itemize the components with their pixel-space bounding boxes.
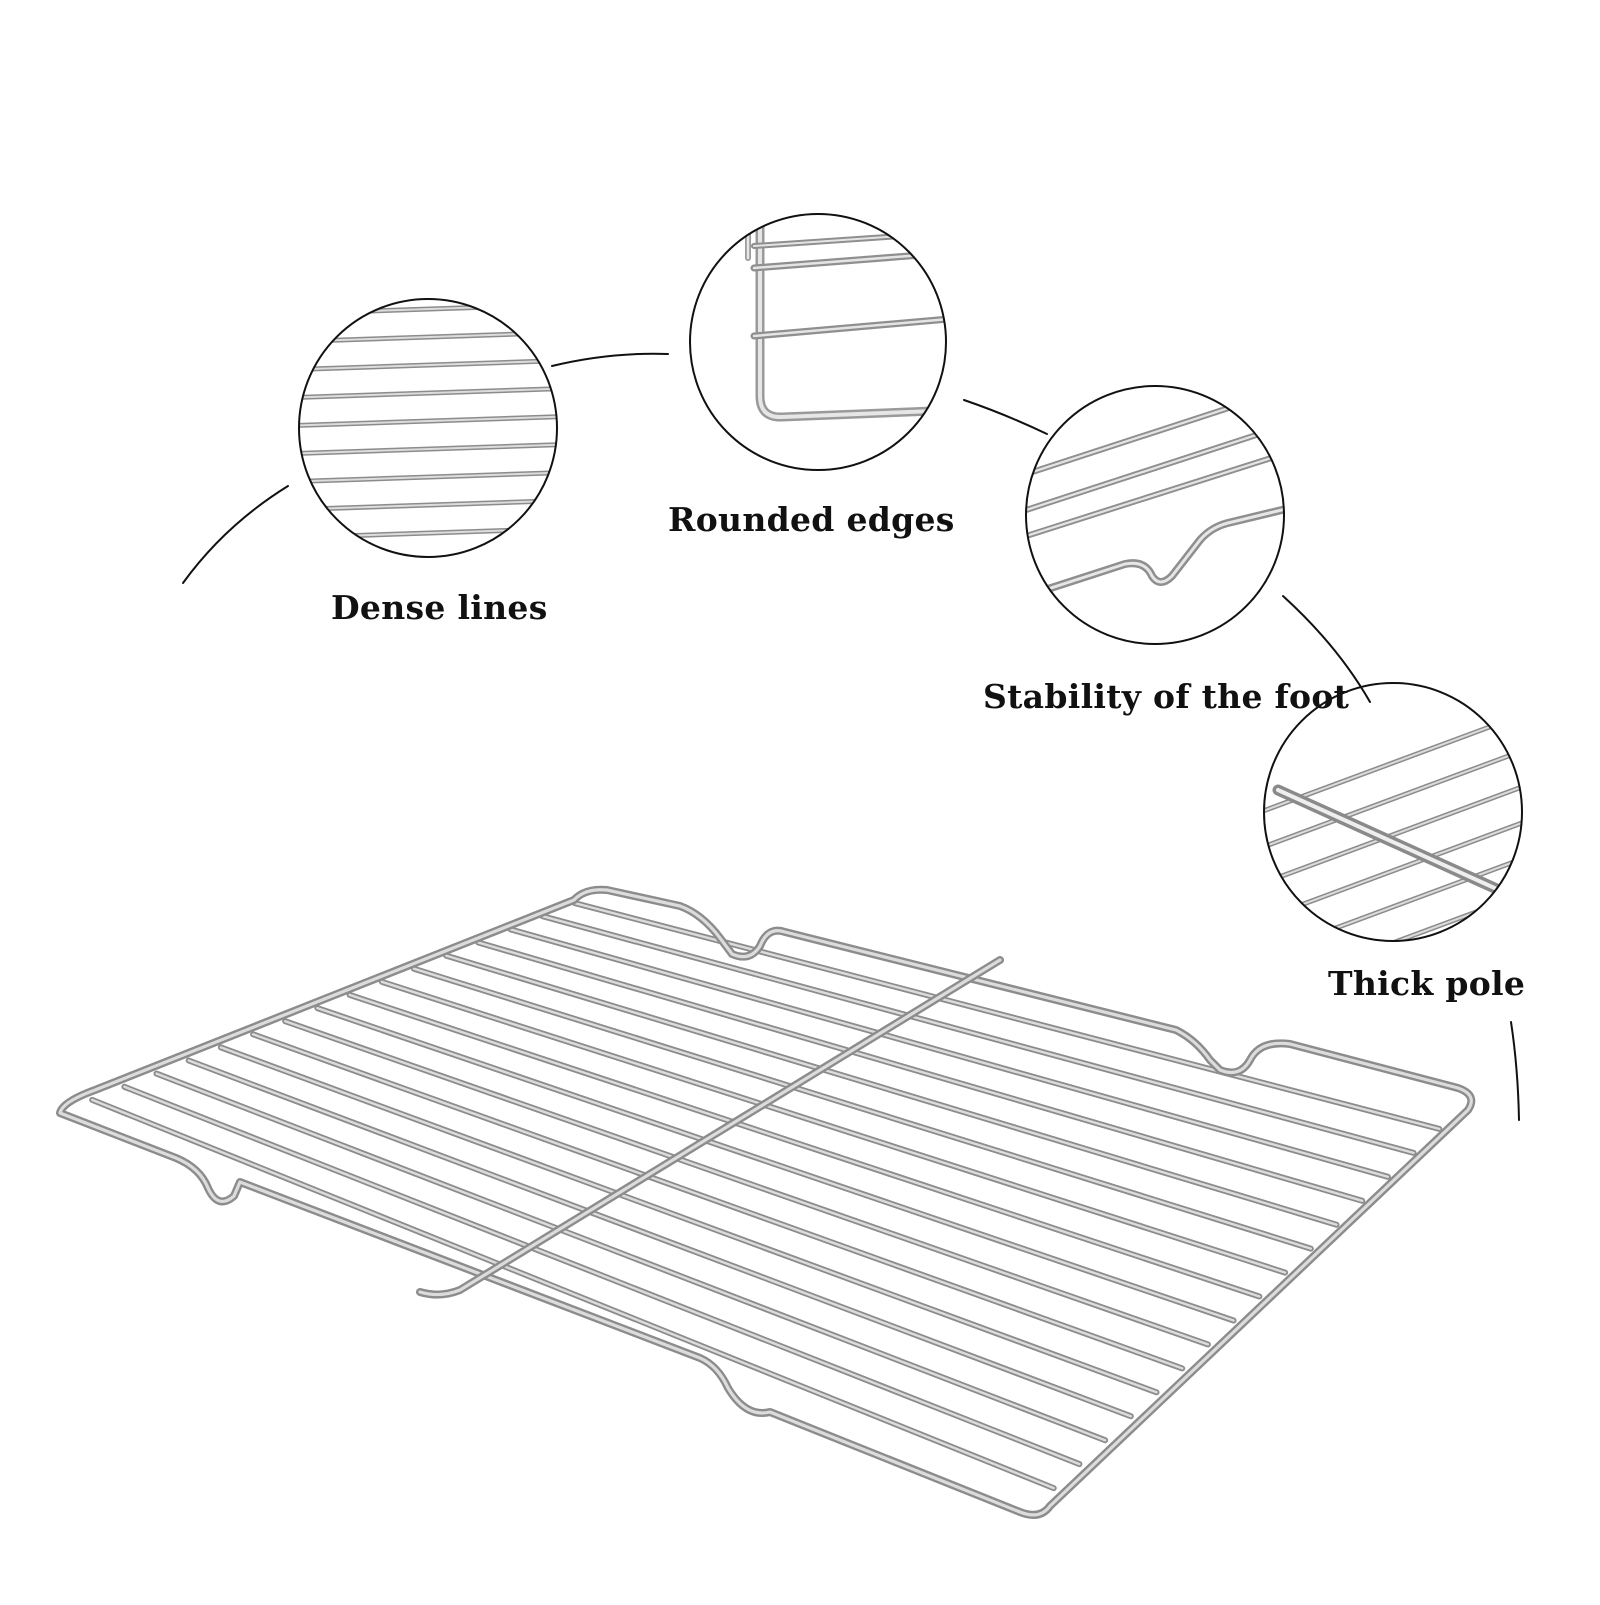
dense-wire: [299, 357, 557, 373]
rack-crossbar: [475, 939, 1366, 1204]
rack-center-support: [416, 956, 1004, 1299]
caption-stability-of-the-foot: Stability of the foot: [983, 677, 1350, 716]
rack-crossbar: [185, 1057, 1134, 1420]
dense-wire: [299, 525, 557, 541]
pole-crossbar-wire: [1264, 781, 1522, 889]
cooling-rack-product: [56, 885, 1476, 1519]
rack-outer-frame: [56, 885, 1476, 1519]
rack-crossbar: [443, 952, 1340, 1228]
dense-wire: [299, 329, 557, 345]
rack-crossbar: [539, 913, 1417, 1156]
connector-arcs: [182, 352, 1520, 1121]
connector-arc-right: [1510, 1021, 1520, 1121]
dense-wire: [299, 413, 557, 429]
rack-crossbar: [121, 1083, 1083, 1468]
dense-wire: [299, 301, 557, 317]
foot-bent-frame-wire: [1026, 504, 1284, 602]
rack-crossbar: [282, 1018, 1211, 1348]
pole-crossbar-wire: [1264, 853, 1522, 941]
rounded-corner-frame-wire: [745, 215, 946, 422]
rack-crossbar: [507, 926, 1391, 1180]
dense-wire: [299, 469, 557, 485]
connector-arc-rounded-foot: [963, 399, 1048, 435]
dense-wire: [299, 497, 557, 513]
connector-arc-dense-rounded: [551, 352, 669, 367]
connector-arc-left: [182, 485, 289, 584]
caption-dense-lines: Dense lines: [331, 588, 548, 627]
pole-crossbar-wire: [1264, 745, 1522, 853]
dense-wire: [299, 385, 557, 401]
connector-arc-foot-pole: [1282, 595, 1371, 703]
rack-crossbar-wires: [89, 900, 1443, 1492]
rack-crossbar: [410, 965, 1314, 1252]
rack-crossbar: [217, 1044, 1160, 1396]
rack-crossbar: [314, 1005, 1237, 1324]
rack-support-pole: [416, 956, 1004, 1299]
rack-crossbar: [378, 978, 1289, 1276]
rack-crossbar: [153, 1070, 1109, 1444]
rounded-crossbar-wires: [750, 229, 946, 340]
rack-crossbar: [346, 991, 1263, 1300]
detail-circle-thick-pole: [1263, 682, 1523, 942]
dense-wire: [299, 441, 557, 457]
thick-support-pole: [1272, 784, 1516, 901]
detail-circle-stability-of-the-foot: [1025, 385, 1285, 645]
pole-crossbar-wires: [1264, 709, 1522, 941]
caption-rounded-edges: Rounded edges: [668, 500, 955, 539]
detail-circle-rounded-edges: [689, 213, 947, 471]
rack-crossbar: [250, 1031, 1186, 1372]
detail-circle-dense-lines: [298, 298, 558, 558]
rack-frame-wire: [56, 885, 1476, 1519]
caption-thick-pole: Thick pole: [1328, 964, 1526, 1003]
rack-crossbar: [89, 1096, 1057, 1492]
